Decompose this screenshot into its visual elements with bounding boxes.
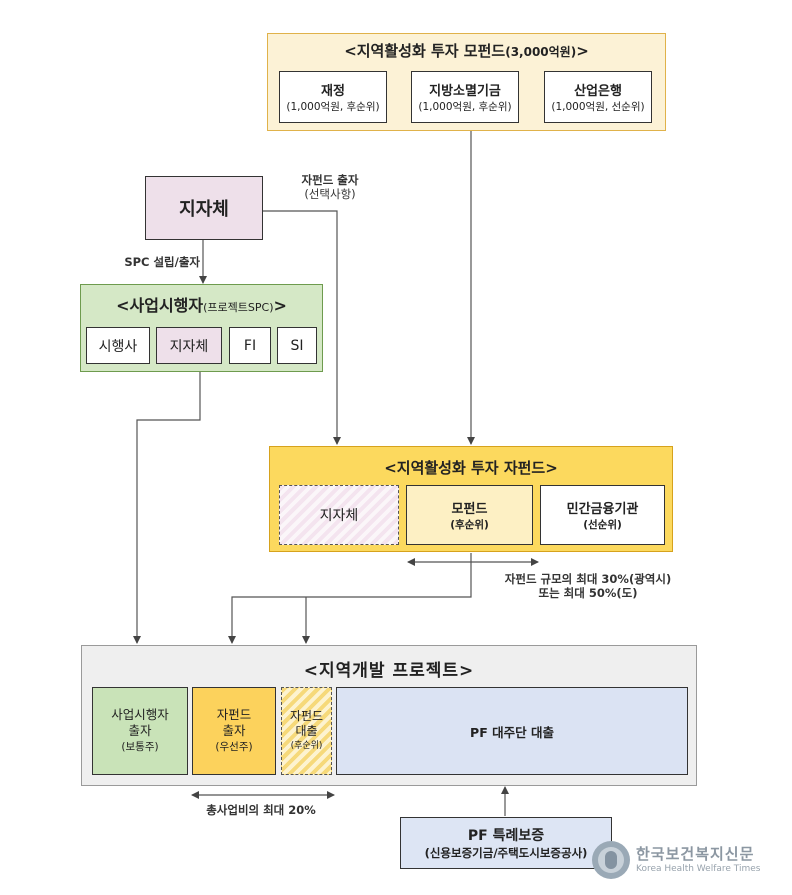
arrow-spc-to-project (133, 372, 201, 644)
pf-guarantee-box: PF 특례보증 (신용보증기금/주택도시보증공사) (400, 817, 612, 869)
sub-fund-box: <지역활성화 투자 자펀드> 지자체 모펀드 (후순위) 민간금융기관 (선순위… (269, 446, 673, 552)
spc-member-developer: 시행사 (86, 327, 150, 364)
project-item-subfund-equity: 자펀드 출자 (우선주) (192, 687, 276, 775)
sub-fund-title: <지역활성화 투자 자펀드> (384, 459, 558, 477)
local-gov-box: 지자체 (145, 176, 263, 240)
mother-fund-item-kdb: 산업은행 (1,000억원, 선순위) (544, 71, 652, 123)
project-item-spc-equity: 사업시행자 출자 (보통주) (92, 687, 188, 775)
arrow-subfund-to-project-a (228, 553, 472, 644)
project-item-subfund-loan: 자펀드 대출 (후순위) (281, 687, 332, 775)
sub-fund-item-local-gov: 지자체 (279, 485, 399, 545)
mother-fund-box: <지역활성화 투자 모펀드(3,000억원)> 재정 (1,000억원, 후순위… (267, 33, 666, 131)
project-title: <지역개발 프로젝트> (303, 661, 475, 681)
sub-fund-item-private-finance: 민간금융기관 (선순위) (540, 485, 665, 545)
arrow-localgov-to-subfund (263, 210, 341, 445)
watermark-english: Korea Health Welfare Times (636, 864, 761, 874)
project-spc-title: <사업시행자(프로젝트SPC)> (116, 296, 287, 315)
mother-fund-title: <지역활성화 투자 모펀드(3,000억원)> (344, 42, 589, 60)
spc-member-local-gov: 지자체 (156, 327, 222, 364)
project-spc-box: <사업시행자(프로젝트SPC)> 시행사 지자체 FI SI (80, 284, 323, 372)
watermark: 한국보건복지신문 Korea Health Welfare Times (592, 838, 788, 882)
newspaper-logo-icon (592, 841, 630, 879)
project-box: <지역개발 프로젝트> 사업시행자 출자 (보통주) 자펀드 출자 (우선주) … (81, 645, 697, 786)
spc-member-fi: FI (229, 327, 271, 364)
project-item-pf-loan: PF 대주단 대출 (336, 687, 688, 775)
mother-fund-item-finance: 재정 (1,000억원, 후순위) (279, 71, 387, 123)
spc-member-si: SI (277, 327, 317, 364)
spc-setup-label: SPC 설립/출자 (124, 255, 200, 269)
sub-fund-item-mother-fund: 모펀드 (후순위) (406, 485, 533, 545)
watermark-korean: 한국보건복지신문 (636, 845, 755, 863)
subfund-invest-label: 자펀드 출자 (선택사항) (301, 173, 359, 201)
subfund-scale-note: 자펀드 규모의 최대 30%(광역시) 또는 최대 50%(도) (504, 572, 672, 600)
total-cost-note: 총사업비의 최대 20% (206, 803, 316, 817)
mother-fund-item-extinction-fund: 지방소멸기금 (1,000억원, 후순위) (411, 71, 519, 123)
